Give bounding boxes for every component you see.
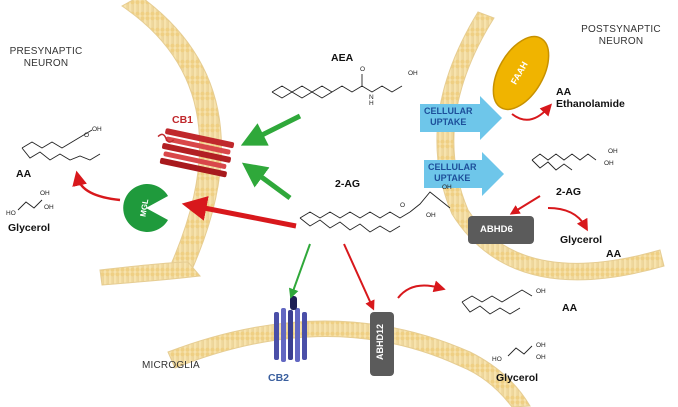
cb2-receptor-icon xyxy=(274,296,307,362)
glycerol-pre-structure xyxy=(17,199,43,211)
twoag-to-mgl-arrow xyxy=(181,196,297,229)
twoag-post-to-abhd6-arrow xyxy=(509,195,541,215)
glycerol-pre-oh2-label: OH xyxy=(44,204,54,211)
twoag-center-label: 2-AG xyxy=(335,178,361,190)
aea-o-label: O xyxy=(360,66,366,73)
glycerol-pre-ho-label: HO xyxy=(6,210,16,217)
aea-oh-label: OH xyxy=(408,70,418,77)
mgl-products-curve xyxy=(72,170,121,202)
cellular-uptake-arrow-bottom xyxy=(424,152,504,196)
aea-structure xyxy=(271,74,403,99)
microglia-membrane xyxy=(167,320,531,407)
aa-ethanolamide-label: AA Ethanolamide xyxy=(556,86,625,110)
aa-micro-label: AA xyxy=(562,302,578,314)
presynaptic-neuron-label: PRESYNAPTIC NEURON xyxy=(9,46,83,69)
aa-pre-o-label: O xyxy=(84,132,90,139)
abhd12-enzyme-icon xyxy=(370,312,394,376)
abhd6-products-curve xyxy=(547,207,588,232)
abhd6-label: ABHD6 xyxy=(480,224,513,235)
aa-pre-structure xyxy=(21,129,101,161)
twoag-oh-bottom-label: OH xyxy=(426,212,436,219)
presynaptic-membrane-lower xyxy=(99,261,201,286)
twoag-o-label: O xyxy=(400,202,406,209)
cellular-uptake-label-bottom: CELLULAR UPTAKE xyxy=(428,162,477,183)
cellular-uptake-label-top: CELLULAR UPTAKE xyxy=(424,106,473,127)
mgl-enzyme-icon xyxy=(123,184,168,233)
aa-pre-oh-label: OH xyxy=(92,126,102,133)
glycerol-post-label: Glycerol xyxy=(560,234,603,246)
faah-enzyme-icon xyxy=(492,35,550,111)
glycerol-micro-oh2-label: OH xyxy=(536,354,546,361)
aea-n-label: N xyxy=(369,94,374,101)
aea-to-cb1-arrow xyxy=(240,113,302,146)
aea-label: AEA xyxy=(331,52,354,64)
twoag-to-cb1-arrow xyxy=(241,162,292,201)
cb1-label: CB1 xyxy=(172,114,194,126)
cellular-uptake-arrow-top xyxy=(420,96,502,140)
glycerol-pre-label: Glycerol xyxy=(8,222,51,234)
aa-pre-label: AA xyxy=(16,168,32,180)
cb1-receptor-icon xyxy=(157,128,235,178)
microglia-label: MICROGLIA xyxy=(142,360,200,371)
twoag-center-structure xyxy=(299,191,451,233)
twoag-post-oh-label: OH xyxy=(608,148,618,155)
glycerol-pre-oh-label: OH xyxy=(40,190,50,197)
twoag-oh-top-label: OH xyxy=(442,184,452,191)
twoag-post-label: 2-AG xyxy=(556,186,582,198)
faah-products-curve xyxy=(511,103,553,121)
abhd6-enzyme-icon xyxy=(468,216,534,244)
abhd12-label: ABHD12 xyxy=(375,323,386,361)
aa-micro-structure xyxy=(461,289,533,315)
twoag-to-abhd12-arrow xyxy=(343,243,375,311)
twoag-post-structure xyxy=(531,153,597,171)
twoag-to-cb2-arrow xyxy=(288,243,311,299)
abhd12-products-curve xyxy=(397,280,446,299)
glycerol-micro-structure xyxy=(507,345,533,357)
glycerol-micro-oh-label: OH xyxy=(536,342,546,349)
aa-post-label: AA xyxy=(606,248,622,260)
glycerol-micro-ho-label: HO xyxy=(492,356,502,363)
aea-h-label: H xyxy=(369,100,374,107)
cb2-label: CB2 xyxy=(268,372,290,384)
glycerol-micro-label: Glycerol xyxy=(496,372,539,384)
aa-micro-oh-label: OH xyxy=(536,288,546,295)
postsynaptic-neuron-label: POSTSYNAPTIC NEURON xyxy=(581,24,661,47)
twoag-post-oh2-label: OH xyxy=(604,160,614,167)
